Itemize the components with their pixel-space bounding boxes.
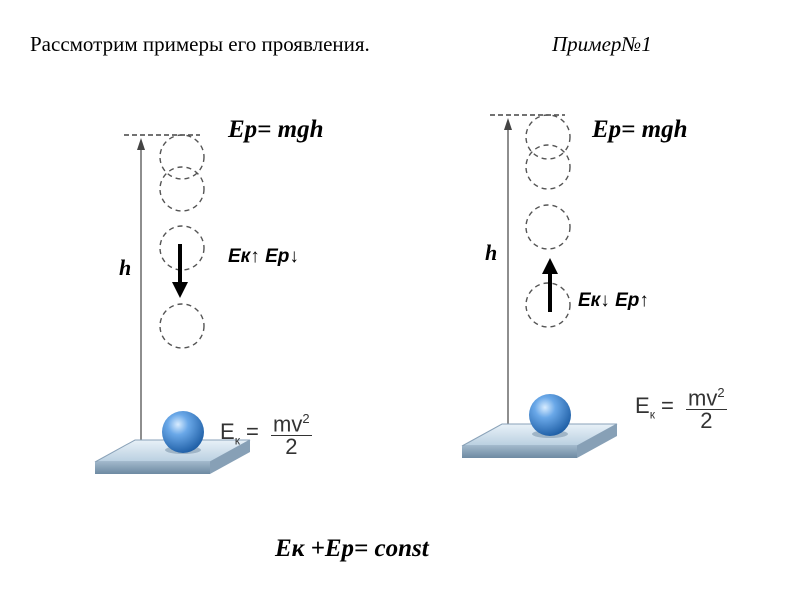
dashed-ball-position — [525, 204, 571, 250]
potential-energy-formula: Ep= mgh — [592, 116, 688, 143]
dashed-ball-position — [525, 114, 571, 160]
energy-change-label: Eк↓ Ep↑ — [578, 290, 649, 311]
dashed-ball-position — [159, 134, 205, 180]
dashed-ball-position — [525, 144, 571, 190]
example-label: Пример№1 — [552, 32, 652, 56]
platform-front — [462, 446, 577, 458]
platform-front — [95, 462, 210, 474]
dashed-ball-position — [159, 225, 205, 271]
platform-side — [210, 440, 250, 474]
height-label: h — [485, 240, 498, 265]
height-arrow-top — [137, 138, 145, 150]
conservation-law: Eк +Ep= const — [275, 535, 429, 562]
arrow-down-head — [172, 282, 188, 298]
height-arrow-top — [504, 118, 512, 130]
energy-change-label: Eк↑ Ep↓ — [228, 246, 299, 267]
potential-energy-formula: Ep= mgh — [228, 116, 324, 143]
kinetic-fraction: mv2 2 — [686, 382, 727, 432]
kinetic-symbol: Eк = — [220, 418, 259, 448]
platform-side — [577, 424, 617, 458]
dashed-ball-position — [159, 303, 205, 349]
kinetic-energy-formula: Eк = mv2 2 — [635, 382, 727, 432]
right-panel — [461, 114, 618, 458]
left-panel — [94, 134, 251, 474]
kinetic-symbol: Eк = — [635, 392, 674, 422]
arrow-up-head — [542, 258, 558, 274]
ball — [162, 411, 204, 453]
ball — [529, 394, 571, 436]
kinetic-fraction: mv2 2 — [271, 408, 312, 458]
height-label: h — [119, 255, 132, 280]
dashed-ball-position — [159, 166, 205, 212]
kinetic-energy-formula: Eк = mv2 2 — [220, 408, 312, 458]
header-text: Рассмотрим примеры его проявления. — [30, 32, 370, 56]
